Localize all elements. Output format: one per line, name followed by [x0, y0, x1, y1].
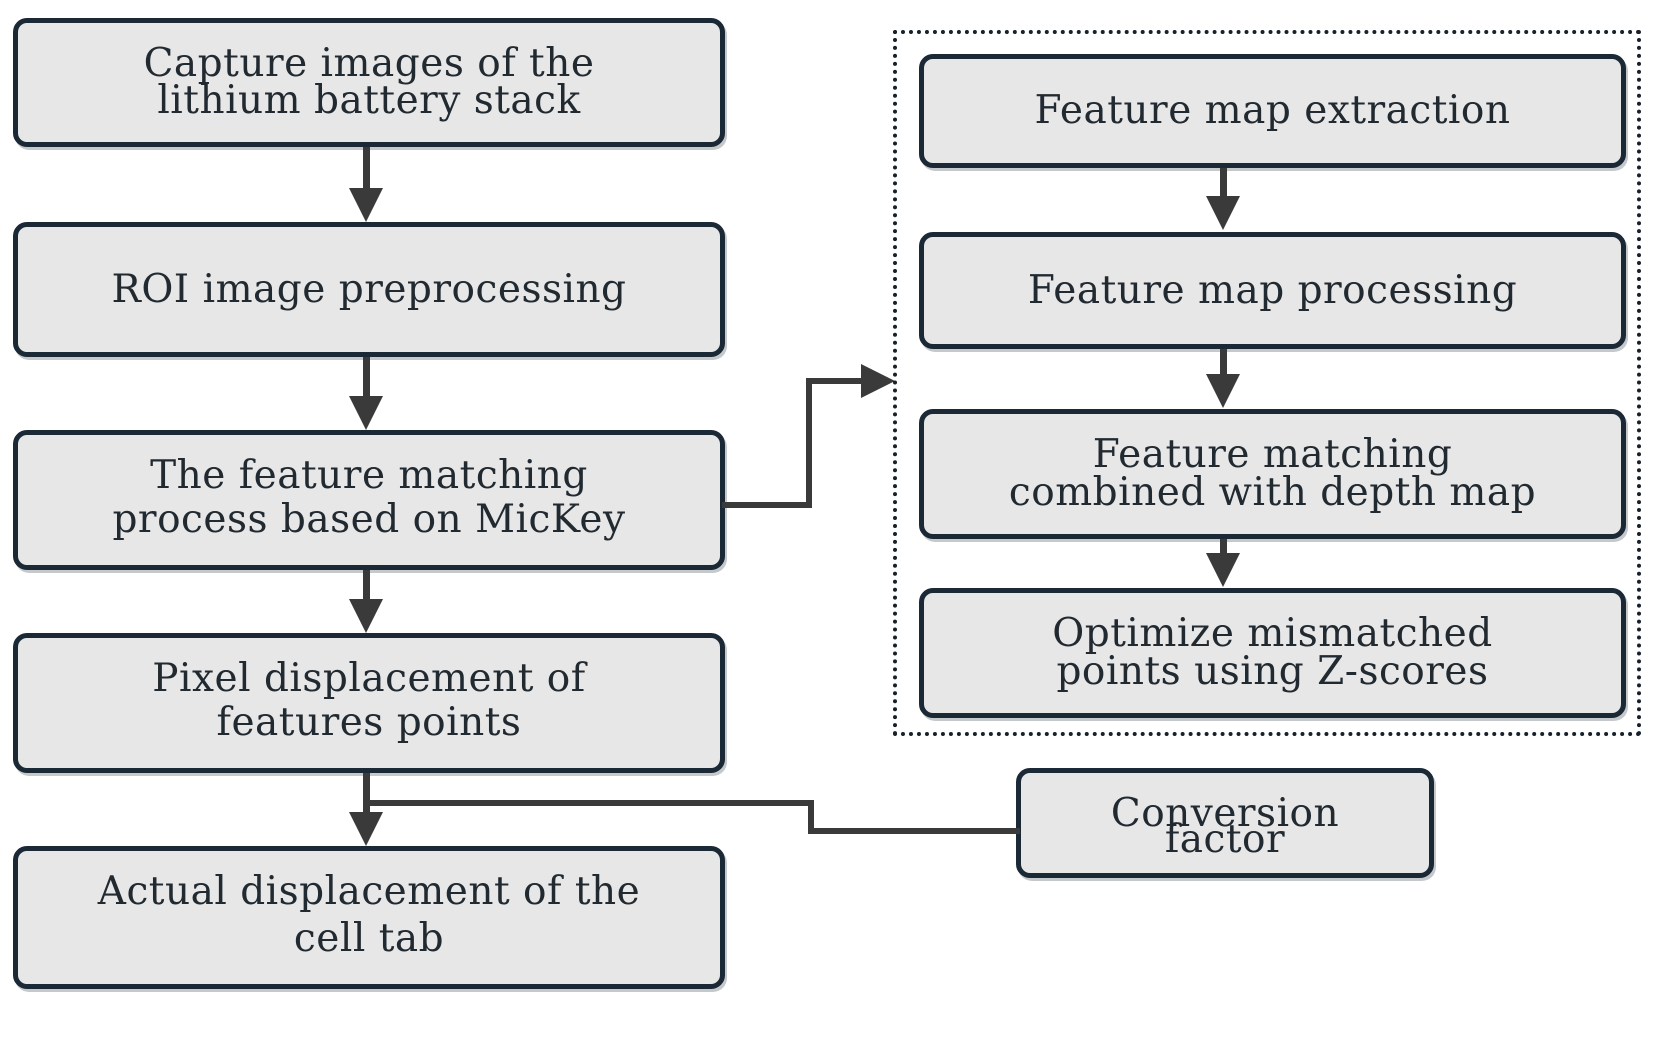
node-conversion-factor-line2-wrap: factor: [1016, 768, 1434, 878]
node-capture-images-line2: lithium battery stack: [157, 78, 581, 124]
node-actual-displacement-line2: cell tab: [293, 916, 445, 962]
node-optimize-mismatched-line1: Optimize mismatched: [1052, 611, 1493, 656]
connector-extract-to-process-line: [1220, 168, 1227, 202]
node-optimize-mismatched-line2-wrap: points using Z-scores: [919, 588, 1626, 718]
node-conversion-factor-line1: Conversion: [1110, 791, 1340, 836]
node-roi-preprocessing-label: ROI image preprocessing: [111, 266, 627, 312]
connector-conversion-vertical: [808, 800, 814, 834]
connector-capture-to-roi-arrowhead: [349, 188, 383, 222]
node-actual-displacement-line2-wrap: cell tab: [13, 846, 725, 989]
connector-mickey-to-pixel-arrowhead: [349, 599, 383, 633]
connector-process-to-match-line: [1220, 349, 1227, 381]
node-capture-images-line1: Capture images of the: [143, 41, 595, 86]
node-pixel-displacement-line2-wrap: features points: [13, 633, 725, 773]
node-pixel-displacement[interactable]: Pixel displacement of: [13, 633, 725, 773]
node-feature-map-processing-label: Feature map processing: [1027, 267, 1518, 313]
node-feature-map-extraction[interactable]: Feature map extraction: [919, 54, 1626, 168]
node-feature-matching-depth-line2: combined with depth map: [1008, 470, 1537, 516]
feature-matching-group-container: [893, 30, 1641, 736]
connector-mickey-to-group-arrowhead: [861, 364, 895, 398]
node-mickey-matching-line2: process based on MicKey: [112, 497, 626, 543]
node-feature-matching-depth-line1: Feature matching: [1092, 432, 1453, 477]
connector-roi-to-mickey-line: [363, 357, 370, 402]
node-feature-matching-depth-line2-wrap: combined with depth map: [919, 409, 1626, 539]
connector-mickey-to-group-horizontal-lower: [722, 502, 812, 508]
connector-process-to-match-arrowhead: [1206, 374, 1240, 408]
connector-mickey-to-group-vertical: [806, 378, 812, 508]
node-roi-preprocessing[interactable]: ROI image preprocessing: [13, 222, 725, 357]
connector-pixel-to-actual-arrowhead: [349, 812, 383, 846]
connector-match-to-optimize-arrowhead: [1206, 553, 1240, 587]
connector-capture-to-roi-line: [363, 147, 370, 192]
node-pixel-displacement-line1: Pixel displacement of: [152, 656, 586, 701]
node-mickey-matching-line2-wrap: process based on MicKey: [13, 430, 725, 570]
node-capture-images[interactable]: Capture images of the: [13, 18, 725, 147]
node-actual-displacement[interactable]: Actual displacement of the: [13, 846, 725, 989]
node-feature-map-extraction-label: Feature map extraction: [1034, 88, 1511, 134]
connector-conversion-horizontal-right: [808, 828, 1020, 834]
node-conversion-factor-line2: factor: [1164, 817, 1286, 863]
connector-extract-to-process-arrowhead: [1206, 196, 1240, 230]
node-mickey-matching[interactable]: The feature matching: [13, 430, 725, 570]
node-feature-matching-depth[interactable]: Feature matching: [919, 409, 1626, 539]
node-actual-displacement-line1: Actual displacement of the: [97, 869, 641, 914]
node-pixel-displacement-line2: features points: [216, 700, 522, 746]
node-capture-images-line2-wrap: lithium battery stack: [13, 18, 725, 147]
node-feature-map-processing[interactable]: Feature map processing: [919, 232, 1626, 349]
node-mickey-matching-line1: The feature matching: [150, 453, 588, 498]
connector-conversion-horizontal-left: [366, 800, 814, 806]
node-conversion-factor[interactable]: Conversion: [1016, 768, 1434, 878]
node-optimize-mismatched[interactable]: Optimize mismatched: [919, 588, 1626, 718]
connector-roi-to-mickey-arrowhead: [349, 396, 383, 430]
connector-mickey-to-pixel-line: [363, 570, 370, 615]
connector-mickey-to-group-horizontal-upper: [806, 378, 868, 384]
node-optimize-mismatched-line2: points using Z-scores: [1056, 649, 1489, 695]
